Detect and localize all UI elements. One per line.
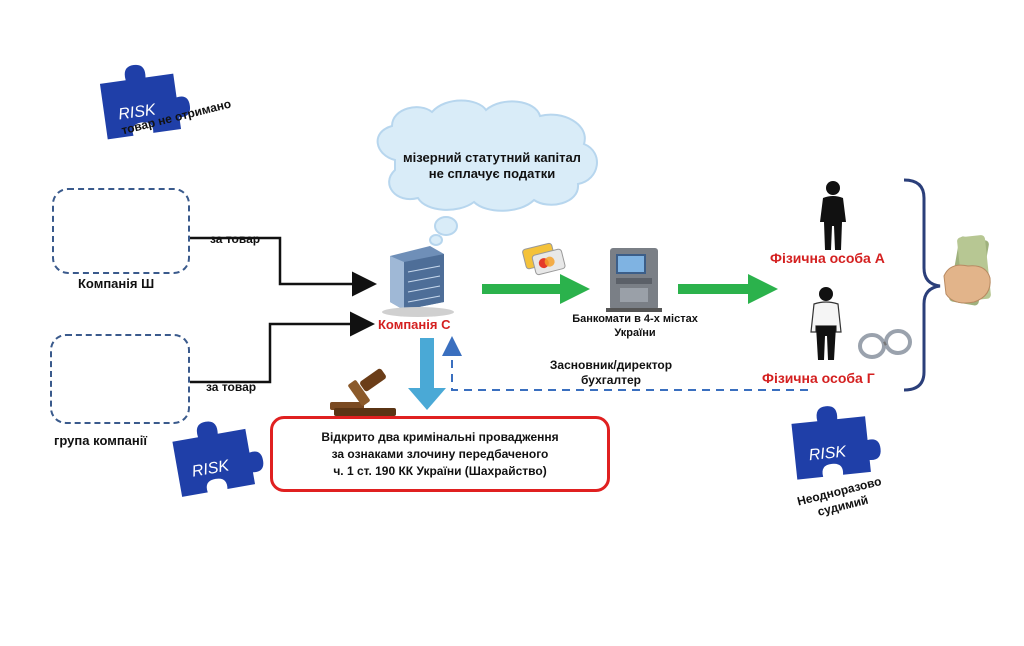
atm-label: Банкомати в 4-х містах України xyxy=(560,312,710,340)
person-a-silhouette xyxy=(820,181,846,250)
dashed-return-line xyxy=(442,336,808,391)
thought-cloud xyxy=(376,99,598,246)
handcuffs-icon xyxy=(858,329,912,359)
money-fist-icon xyxy=(943,235,991,306)
case-line-3: ч. 1 ст. 190 КК України (Шахрайство) xyxy=(333,464,547,478)
atm-icon xyxy=(606,248,662,312)
atm-line-1: Банкомати в 4-х містах xyxy=(572,313,698,325)
company-sh-box xyxy=(52,188,190,274)
founder-label: Засновник/директор бухгалтер xyxy=(536,358,686,388)
cloud-text: мізерний статутний капітал не сплачує по… xyxy=(398,150,586,182)
office-tower-icon xyxy=(382,246,454,317)
risk-text: RISK xyxy=(117,101,158,123)
case-line-2: за ознаками злочину передбаченого xyxy=(331,447,549,461)
goods-label-top: за товар xyxy=(210,232,261,246)
case-line-1: Відкрито два кримінальні провадження xyxy=(321,430,559,444)
founder-line-1: Засновник/директор xyxy=(549,358,673,372)
person-g-silhouette xyxy=(810,287,842,360)
risk-puzzle-icon-bottom-left: RISK xyxy=(172,421,264,497)
cyan-down-arrow xyxy=(408,338,446,410)
company-c-label: Компанія С xyxy=(378,317,451,332)
cloud-line-1: мізерний статутний капітал xyxy=(403,150,581,165)
green-arrow-to-persons xyxy=(678,274,778,304)
goods-label-bottom: за товар xyxy=(206,380,257,394)
criminal-case-box: Відкрито два кримінальні провадження за … xyxy=(270,416,610,492)
risk-text: RISK xyxy=(808,443,848,464)
risk-puzzle-icon-top: RISK xyxy=(99,64,191,140)
founder-line-2: бухгалтер xyxy=(581,373,641,387)
risk-puzzle-icon-bottom-right: RISK xyxy=(791,406,881,480)
cloud-line-2: не сплачує податки xyxy=(428,166,556,181)
green-arrow-to-atm xyxy=(482,274,590,304)
connector-group xyxy=(188,311,375,384)
person-a-label: Фізична особа А xyxy=(770,250,885,266)
person-g-label: Фізична особа Г xyxy=(762,370,875,386)
risk-text: RISK xyxy=(191,457,232,480)
group-label: група компанії xyxy=(54,433,148,448)
bracket xyxy=(903,178,941,392)
credit-cards-icon xyxy=(522,242,566,276)
connector-company-sh xyxy=(188,236,377,297)
company-sh-label: Компанія Ш xyxy=(78,276,155,291)
atm-line-2: України xyxy=(614,327,656,339)
group-box xyxy=(50,334,190,424)
gavel-icon xyxy=(330,368,396,416)
